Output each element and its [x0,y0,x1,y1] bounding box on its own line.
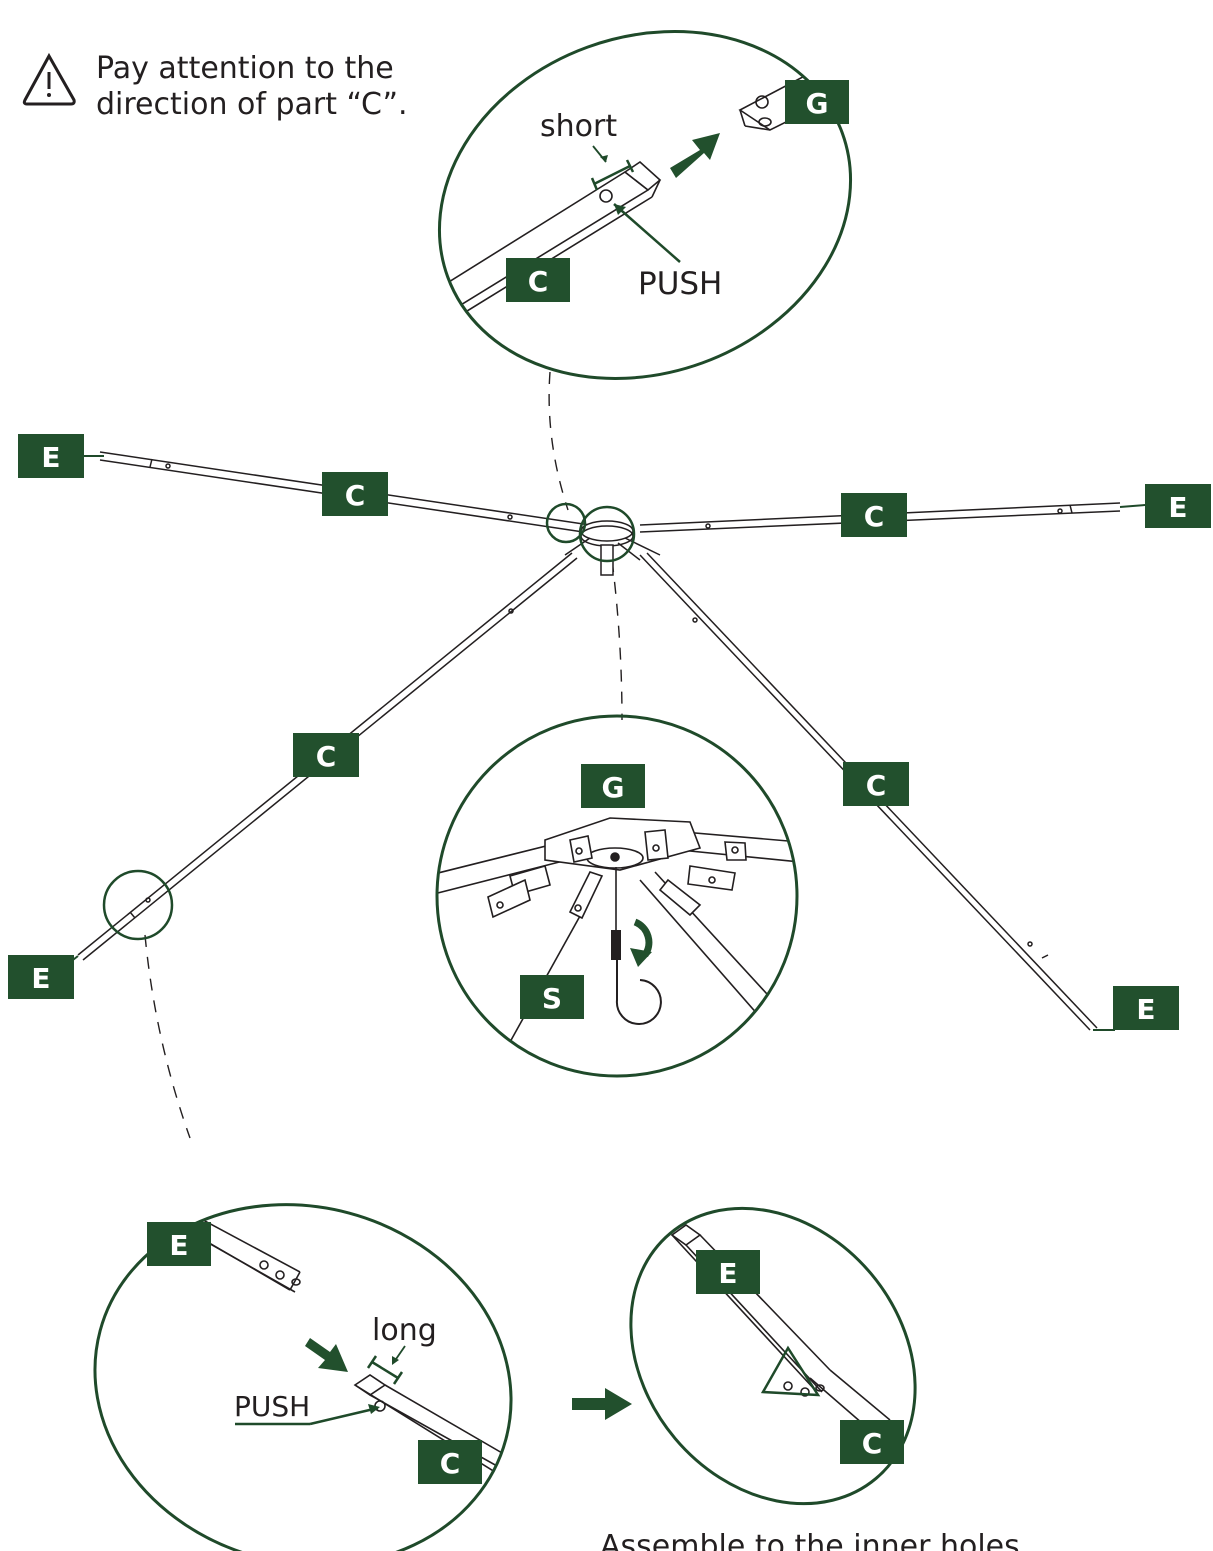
highlight-circle-hub-left [545,502,587,544]
part-label-c-lower-left [293,733,359,777]
warning-text-line2: direction of part “C”. [96,87,408,122]
next-step-arrow-icon [572,1388,632,1420]
direction-arrow-icon-bl [305,1338,348,1372]
svg-text:E: E [1168,491,1187,524]
svg-text:E: E [718,1257,737,1290]
callout-line-bottom [144,934,191,1139]
part-label-g-center [581,764,645,808]
part-label-e-right [1145,484,1211,528]
part-label-s-center [520,975,584,1019]
short-label: short [540,109,617,144]
detail-top: short PUSH C G [419,30,872,380]
warning-icon [22,52,76,106]
main-frame [77,451,1121,1031]
callout-line-top [548,371,569,511]
svg-text:S: S [542,982,562,1015]
part-label-e-bl [147,1222,211,1266]
warning-text-line1: Pay attention to the [96,51,394,86]
part-label-c-right [841,493,907,537]
hook-icon [615,960,662,1025]
svg-text:C: C [528,265,549,298]
part-label-e-br [696,1250,760,1294]
warning-triangle-small-icon [760,1345,821,1397]
part-label-c-br [840,1420,904,1464]
part-label-c-left [322,472,388,516]
detail-bottom-left: long PUSH E C [93,1187,541,1551]
part-label-c-bl [418,1440,482,1484]
callout-line-center [611,559,623,721]
svg-text:G: G [806,87,829,120]
svg-text:E: E [1136,993,1155,1026]
svg-text:C: C [862,1427,883,1460]
push-label-bottom: PUSH [234,1390,310,1423]
part-label-g-top [785,80,849,124]
part-label-c-lower-right [843,762,909,806]
highlight-circle-joint [102,869,174,941]
highlight-circle-hub [578,505,636,563]
svg-text:C: C [345,479,366,512]
part-label-e-lower-right [1113,986,1179,1030]
detail-center: G S [435,714,799,1078]
svg-text:C: C [316,740,337,773]
svg-text:C: C [864,500,885,533]
svg-text:E: E [169,1229,188,1262]
part-label-e-lower-left [8,955,74,999]
detail-bottom-right: E C [629,1206,917,1506]
push-label-top: PUSH [638,266,722,302]
svg-text:C: C [440,1447,461,1480]
part-label-e-left [18,434,84,478]
svg-text:E: E [31,962,50,995]
long-label: long [372,1313,437,1348]
part-label-c-top [506,258,570,302]
svg-text:E: E [41,441,60,474]
svg-text:G: G [602,771,625,804]
direction-arrow-icon [670,133,720,178]
caption: Assemble to the inner holes [600,1529,1020,1551]
svg-text:C: C [866,769,887,802]
